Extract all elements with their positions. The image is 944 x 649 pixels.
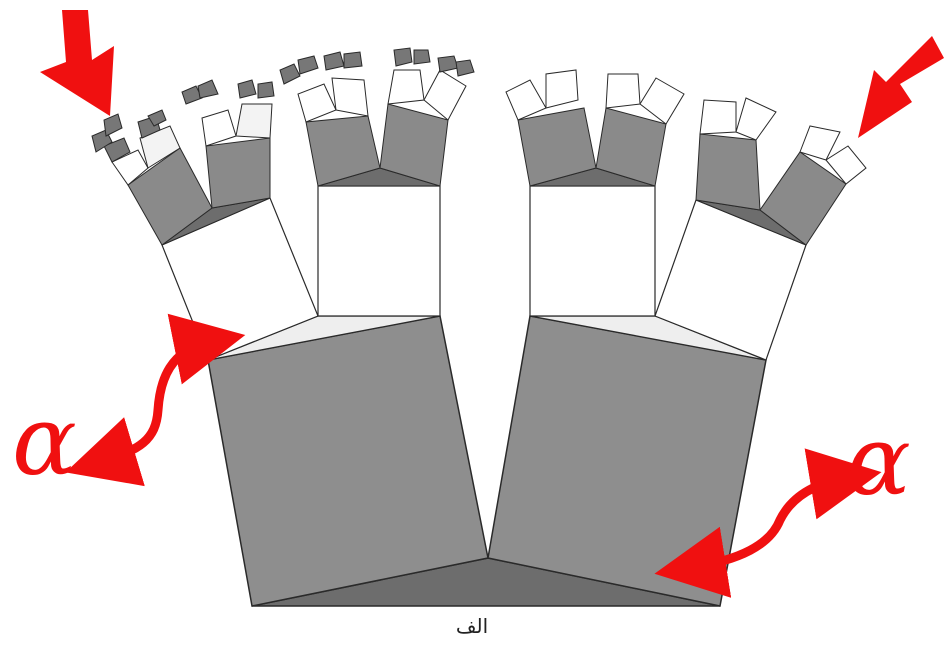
left-inner-branch (317, 185, 441, 317)
left-force-arrow (40, 10, 114, 116)
figure-caption: الف (455, 614, 489, 638)
far-left-sq-b (205, 137, 271, 209)
right-force-arrow (858, 36, 944, 138)
left-angle-arrow (65, 313, 246, 487)
right-leaf-cluster (505, 69, 867, 185)
alpha-label-right: α (846, 405, 911, 517)
left-trunk-square (207, 315, 489, 607)
right-angle-arrow (654, 448, 882, 598)
left-leaf-cluster (91, 47, 475, 186)
inner-right-sq-a (517, 107, 597, 187)
alpha-label-left: α (12, 385, 77, 497)
right-inner-branch (529, 185, 656, 317)
far-right-sq-a (695, 133, 761, 211)
